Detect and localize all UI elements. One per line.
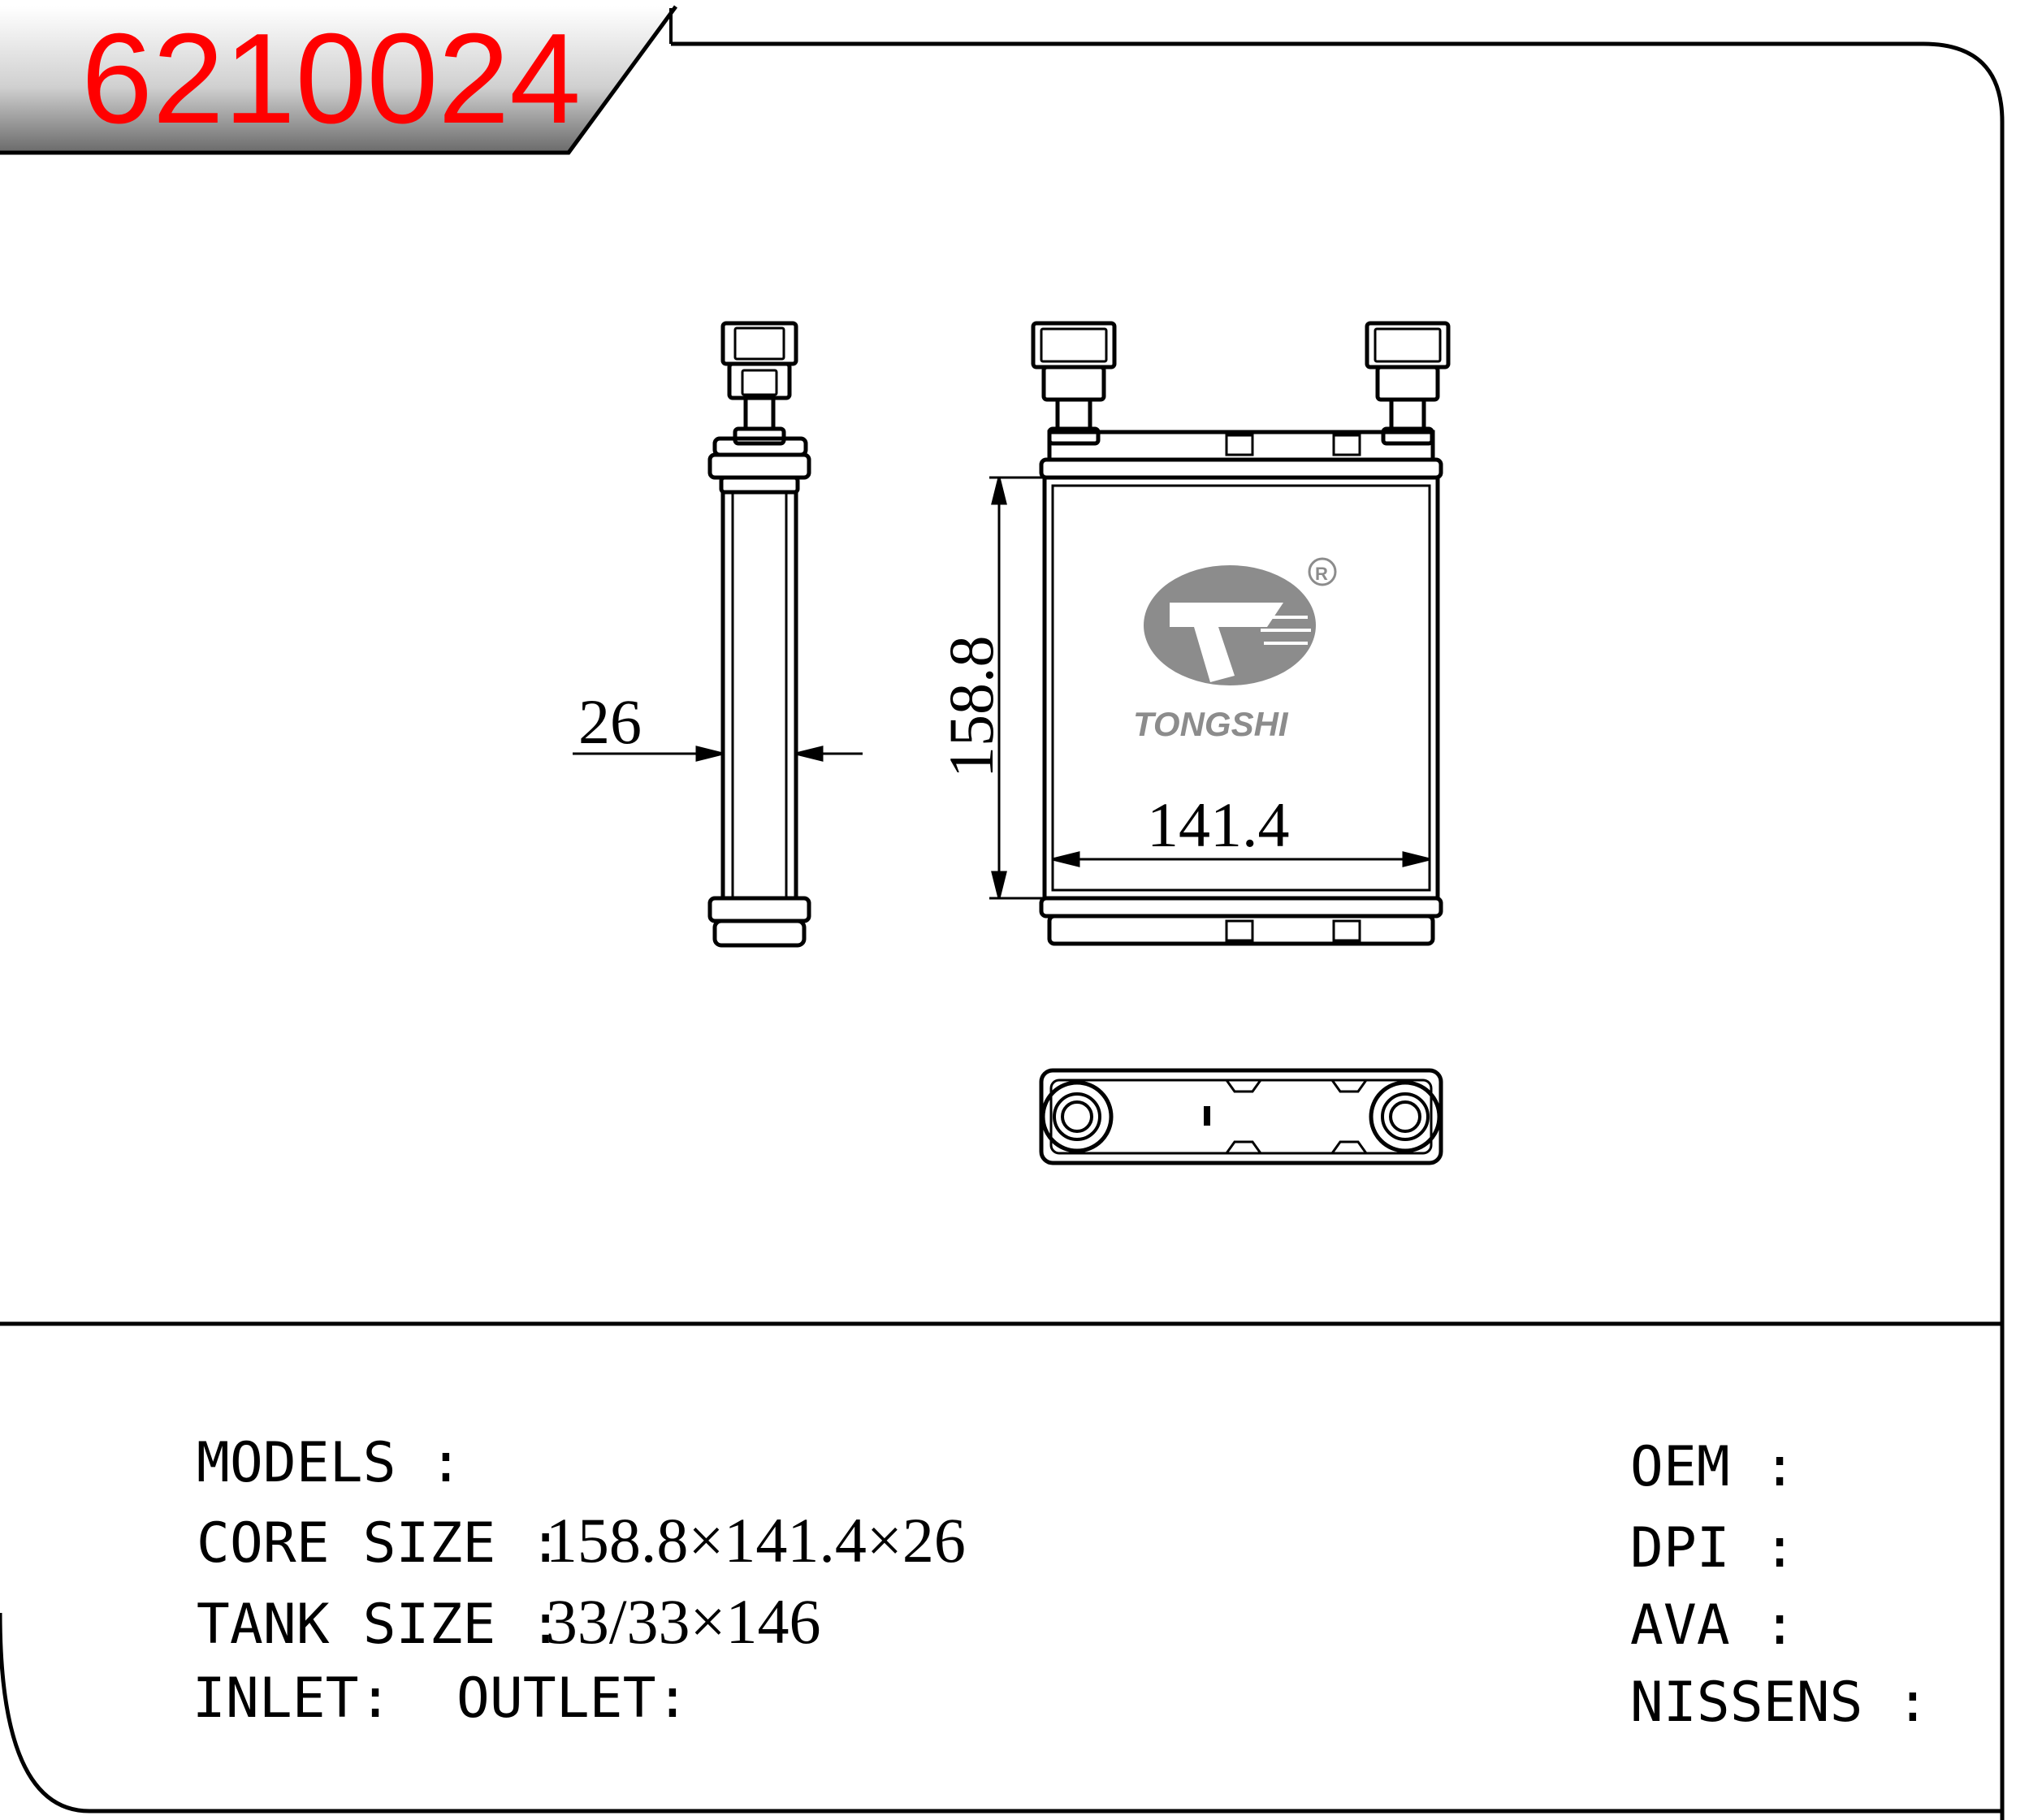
banner-outline xyxy=(0,5,678,155)
inlet-label: INLET: xyxy=(192,1667,392,1731)
sheet-frame-edge xyxy=(89,122,2005,1814)
ava-row: AVA : xyxy=(1564,1543,1797,1654)
dpi-row: DPI : xyxy=(1564,1466,1797,1576)
dimension-label-height: 158.8 xyxy=(936,636,1006,779)
core-size-label: CORE SIZE : xyxy=(196,1511,563,1576)
part-number-banner xyxy=(0,6,676,153)
dimension-width-side xyxy=(573,746,863,762)
dimension-height xyxy=(989,476,1045,900)
models-row: MODELS : xyxy=(130,1381,463,1491)
oem-row: OEM : xyxy=(1564,1385,1797,1495)
ava-label: AVA : xyxy=(1629,1593,1797,1658)
tank-size-value: 33/33×146 xyxy=(545,1586,821,1657)
part-number: 6210024 xyxy=(81,7,582,150)
sheet-frame xyxy=(0,41,2005,1820)
nissens-row: NISSENS : xyxy=(1564,1620,1929,1731)
tongshi-logo xyxy=(1144,557,1337,685)
dimension-label-width-side: 26 xyxy=(578,686,642,757)
logo-brand-text: TONGSHI xyxy=(1133,705,1289,743)
dimension-width-front xyxy=(1052,851,1430,867)
registered-mark: R xyxy=(1315,564,1328,584)
dimension-label-width-front: 141.4 xyxy=(1147,789,1290,860)
oem-label: OEM : xyxy=(1629,1435,1797,1499)
bottom-view xyxy=(1039,1068,1443,1165)
models-label: MODELS : xyxy=(196,1431,463,1495)
dpi-label: DPI : xyxy=(1629,1516,1797,1580)
front-view xyxy=(1031,321,1451,946)
side-view xyxy=(707,321,811,948)
inlet-outlet-row: INLET: OUTLET: xyxy=(126,1616,690,1731)
core-size-row: CORE SIZE :158.8×141.4×26 xyxy=(130,1454,966,1572)
core-size-value: 158.8×141.4×26 xyxy=(545,1505,966,1576)
outlet-label: OUTLET: xyxy=(456,1667,690,1731)
nissens-label: NISSENS : xyxy=(1629,1671,1930,1735)
tank-size-row: TANK SIZE :33/33×146 xyxy=(130,1535,821,1654)
